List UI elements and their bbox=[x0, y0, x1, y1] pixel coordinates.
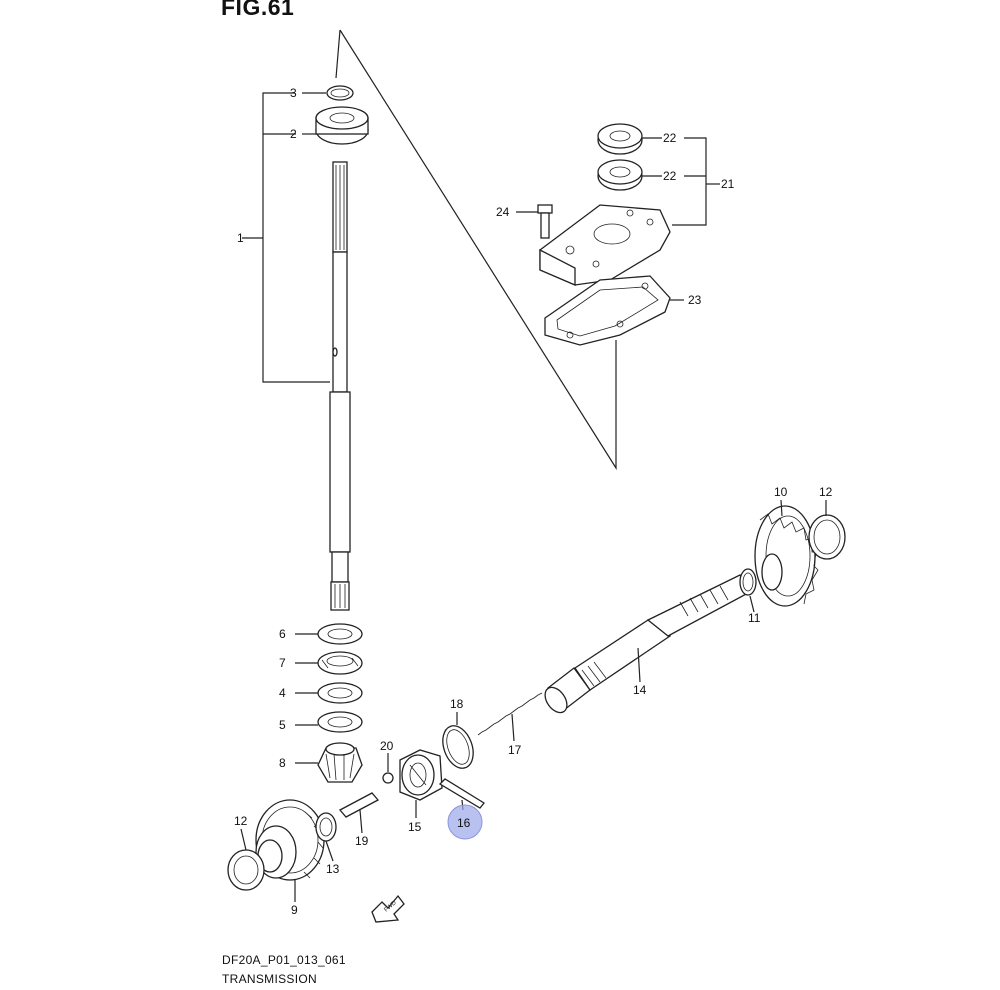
callout-22-upper[interactable]: 22 bbox=[663, 131, 677, 145]
callout-15[interactable]: 15 bbox=[408, 820, 422, 834]
callout-3[interactable]: 3 bbox=[290, 86, 297, 100]
drawing-code: DF20A_P01_013_061 bbox=[222, 953, 346, 967]
shim-part-5[interactable] bbox=[317, 711, 363, 733]
callout-22-lower[interactable]: 22 bbox=[663, 169, 677, 183]
oil-seal-part-22-lower[interactable] bbox=[597, 159, 643, 191]
pin-part-16[interactable] bbox=[438, 778, 485, 809]
push-rod-clip-part-18[interactable] bbox=[437, 722, 478, 773]
drive-shaft[interactable] bbox=[329, 161, 351, 611]
circlip-part-3[interactable] bbox=[326, 85, 354, 101]
forward-gear-part-10[interactable] bbox=[754, 505, 819, 607]
shim-part-11[interactable] bbox=[739, 568, 757, 596]
oil-seal-part-22-upper[interactable] bbox=[597, 123, 643, 155]
pinion-gear-part-8[interactable] bbox=[317, 742, 363, 783]
callout-23[interactable]: 23 bbox=[688, 293, 702, 307]
callout-24[interactable]: 24 bbox=[496, 205, 510, 219]
figure-title: FIG.61 bbox=[221, 0, 295, 20]
bearing-part-2[interactable] bbox=[315, 106, 369, 145]
callout-6[interactable]: 6 bbox=[279, 627, 286, 641]
shim-part-12-right[interactable] bbox=[808, 514, 846, 560]
callout-9[interactable]: 9 bbox=[291, 903, 298, 917]
washer-part-6[interactable] bbox=[317, 623, 363, 645]
forward-direction-arrow: FWD bbox=[371, 894, 405, 923]
callout-12-right[interactable]: 12 bbox=[819, 485, 833, 499]
callout-20[interactable]: 20 bbox=[380, 739, 394, 753]
callout-7[interactable]: 7 bbox=[279, 656, 286, 670]
reverse-gear-part-9[interactable] bbox=[255, 799, 325, 881]
clutch-dog-part-15[interactable] bbox=[399, 749, 443, 801]
callout-8[interactable]: 8 bbox=[279, 756, 286, 770]
ball-part-20[interactable] bbox=[382, 772, 394, 784]
bolt-part-24[interactable] bbox=[537, 204, 553, 239]
callout-2[interactable]: 2 bbox=[290, 127, 297, 141]
shim-part-12-left[interactable] bbox=[227, 849, 265, 891]
callout-13[interactable]: 13 bbox=[326, 862, 340, 876]
thrust-bearing-part-7[interactable] bbox=[317, 651, 363, 675]
callout-11[interactable]: 11 bbox=[748, 611, 761, 625]
pump-case-part-21[interactable] bbox=[539, 204, 671, 286]
shim-part-13[interactable] bbox=[315, 812, 337, 842]
spring-part-17[interactable] bbox=[477, 692, 543, 736]
highlight-marker[interactable] bbox=[447, 804, 483, 840]
callout-21[interactable]: 21 bbox=[721, 177, 735, 191]
callout-12-left[interactable]: 12 bbox=[234, 814, 248, 828]
propeller-shaft-part-14[interactable] bbox=[541, 574, 751, 717]
callout-1[interactable]: 1 bbox=[237, 231, 244, 245]
gasket-part-23[interactable] bbox=[544, 275, 671, 346]
callout-4[interactable]: 4 bbox=[279, 686, 286, 700]
callout-5[interactable]: 5 bbox=[279, 718, 286, 732]
figure-caption: TRANSMISSION bbox=[222, 972, 317, 986]
callout-18[interactable]: 18 bbox=[450, 697, 464, 711]
detail-connector-line bbox=[339, 29, 617, 471]
callout-19[interactable]: 19 bbox=[355, 834, 369, 848]
detail-connector-line bbox=[335, 29, 341, 79]
callout-17[interactable]: 17 bbox=[508, 743, 522, 757]
pin-part-19[interactable] bbox=[338, 792, 380, 818]
callout-16[interactable]: 16 bbox=[457, 816, 471, 830]
washer-part-4[interactable] bbox=[317, 682, 363, 704]
callout-10[interactable]: 10 bbox=[774, 485, 788, 499]
callout-14[interactable]: 14 bbox=[633, 683, 647, 697]
